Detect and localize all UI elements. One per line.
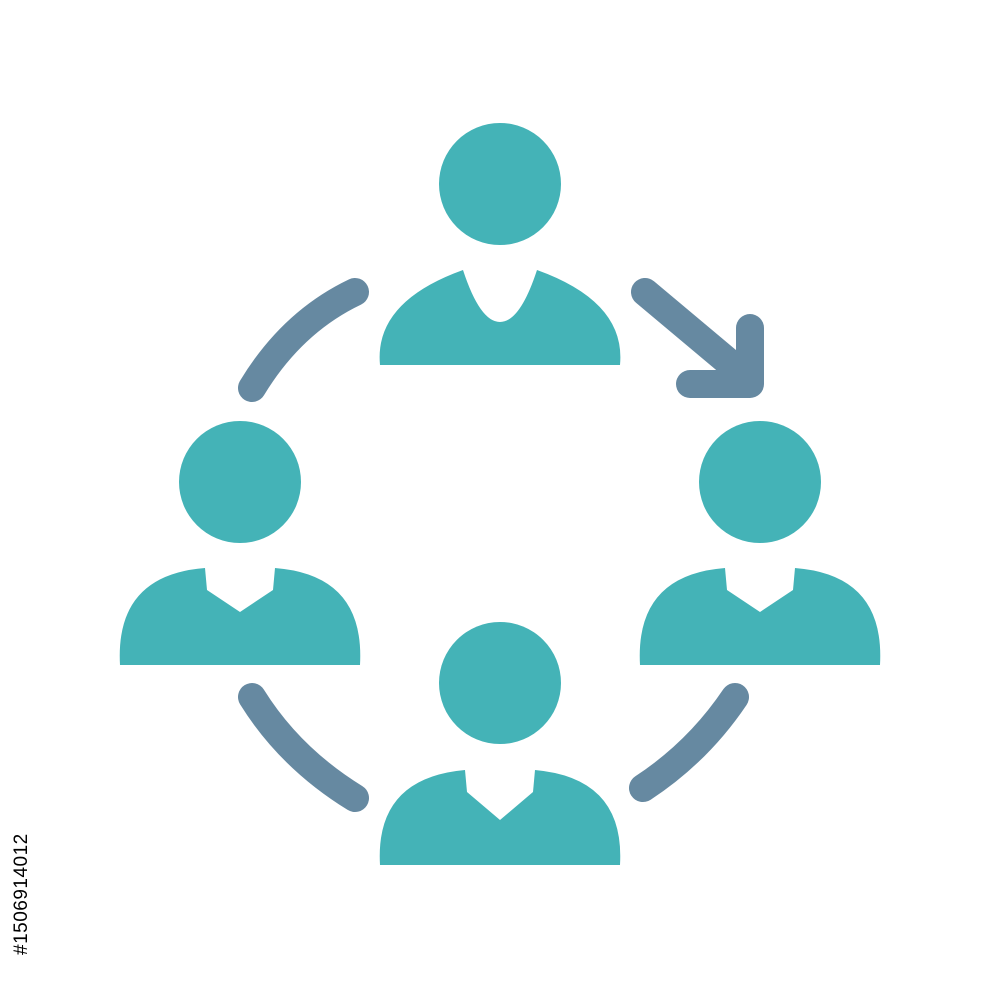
person-right-body-icon xyxy=(639,568,881,665)
arc-top-right xyxy=(631,278,752,384)
person-bottom-head-icon xyxy=(439,622,561,744)
person-left xyxy=(119,421,361,665)
person-top xyxy=(379,123,621,365)
stock-id-label: #1506914012 xyxy=(11,833,32,955)
person-top-head-icon xyxy=(439,123,561,245)
arc-bottom-left xyxy=(238,683,369,812)
person-right xyxy=(639,421,881,665)
person-bottom-body-icon xyxy=(379,770,621,865)
person-top-body-icon xyxy=(379,270,621,365)
person-bottom xyxy=(379,622,621,865)
person-right-head-icon xyxy=(699,421,821,543)
arc-bottom-right xyxy=(629,683,749,802)
person-left-head-icon xyxy=(179,421,301,543)
person-left-body-icon xyxy=(119,568,361,665)
arc-connectors xyxy=(238,278,752,812)
arc-top-left xyxy=(238,278,369,402)
clockwise-arrow-icon xyxy=(676,314,764,398)
